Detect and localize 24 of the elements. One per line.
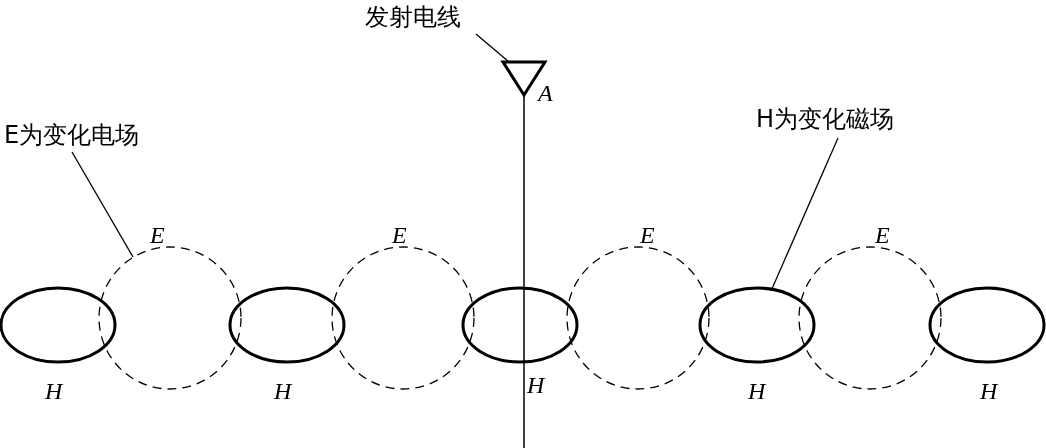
callout-text: E为变化电场 xyxy=(4,120,140,150)
field-label: A xyxy=(538,80,553,106)
field-label: H xyxy=(980,378,998,404)
electric-field-loop xyxy=(798,246,942,390)
field-label: E xyxy=(875,222,890,248)
electric-field-loop xyxy=(98,246,242,390)
callout-text: H为变化磁场 xyxy=(756,104,895,134)
field-label: E xyxy=(150,222,165,248)
field-label: H xyxy=(45,378,63,404)
field-label: H xyxy=(748,378,766,404)
leader-line xyxy=(475,33,510,63)
electric-field-loop xyxy=(331,246,475,390)
field-label: E xyxy=(392,222,407,248)
magnetic-field-loop xyxy=(698,286,816,364)
magnetic-field-loop xyxy=(928,286,1046,364)
magnetic-field-loop xyxy=(461,286,579,364)
magnetic-field-loop xyxy=(228,286,346,364)
callout-text: 发射电线 xyxy=(365,2,461,32)
magnetic-field-loop xyxy=(0,286,117,364)
field-label: H xyxy=(274,378,292,404)
electric-field-loop xyxy=(566,246,710,390)
field-label: H xyxy=(527,372,545,398)
field-label: E xyxy=(640,222,655,248)
leader-line xyxy=(71,151,134,258)
